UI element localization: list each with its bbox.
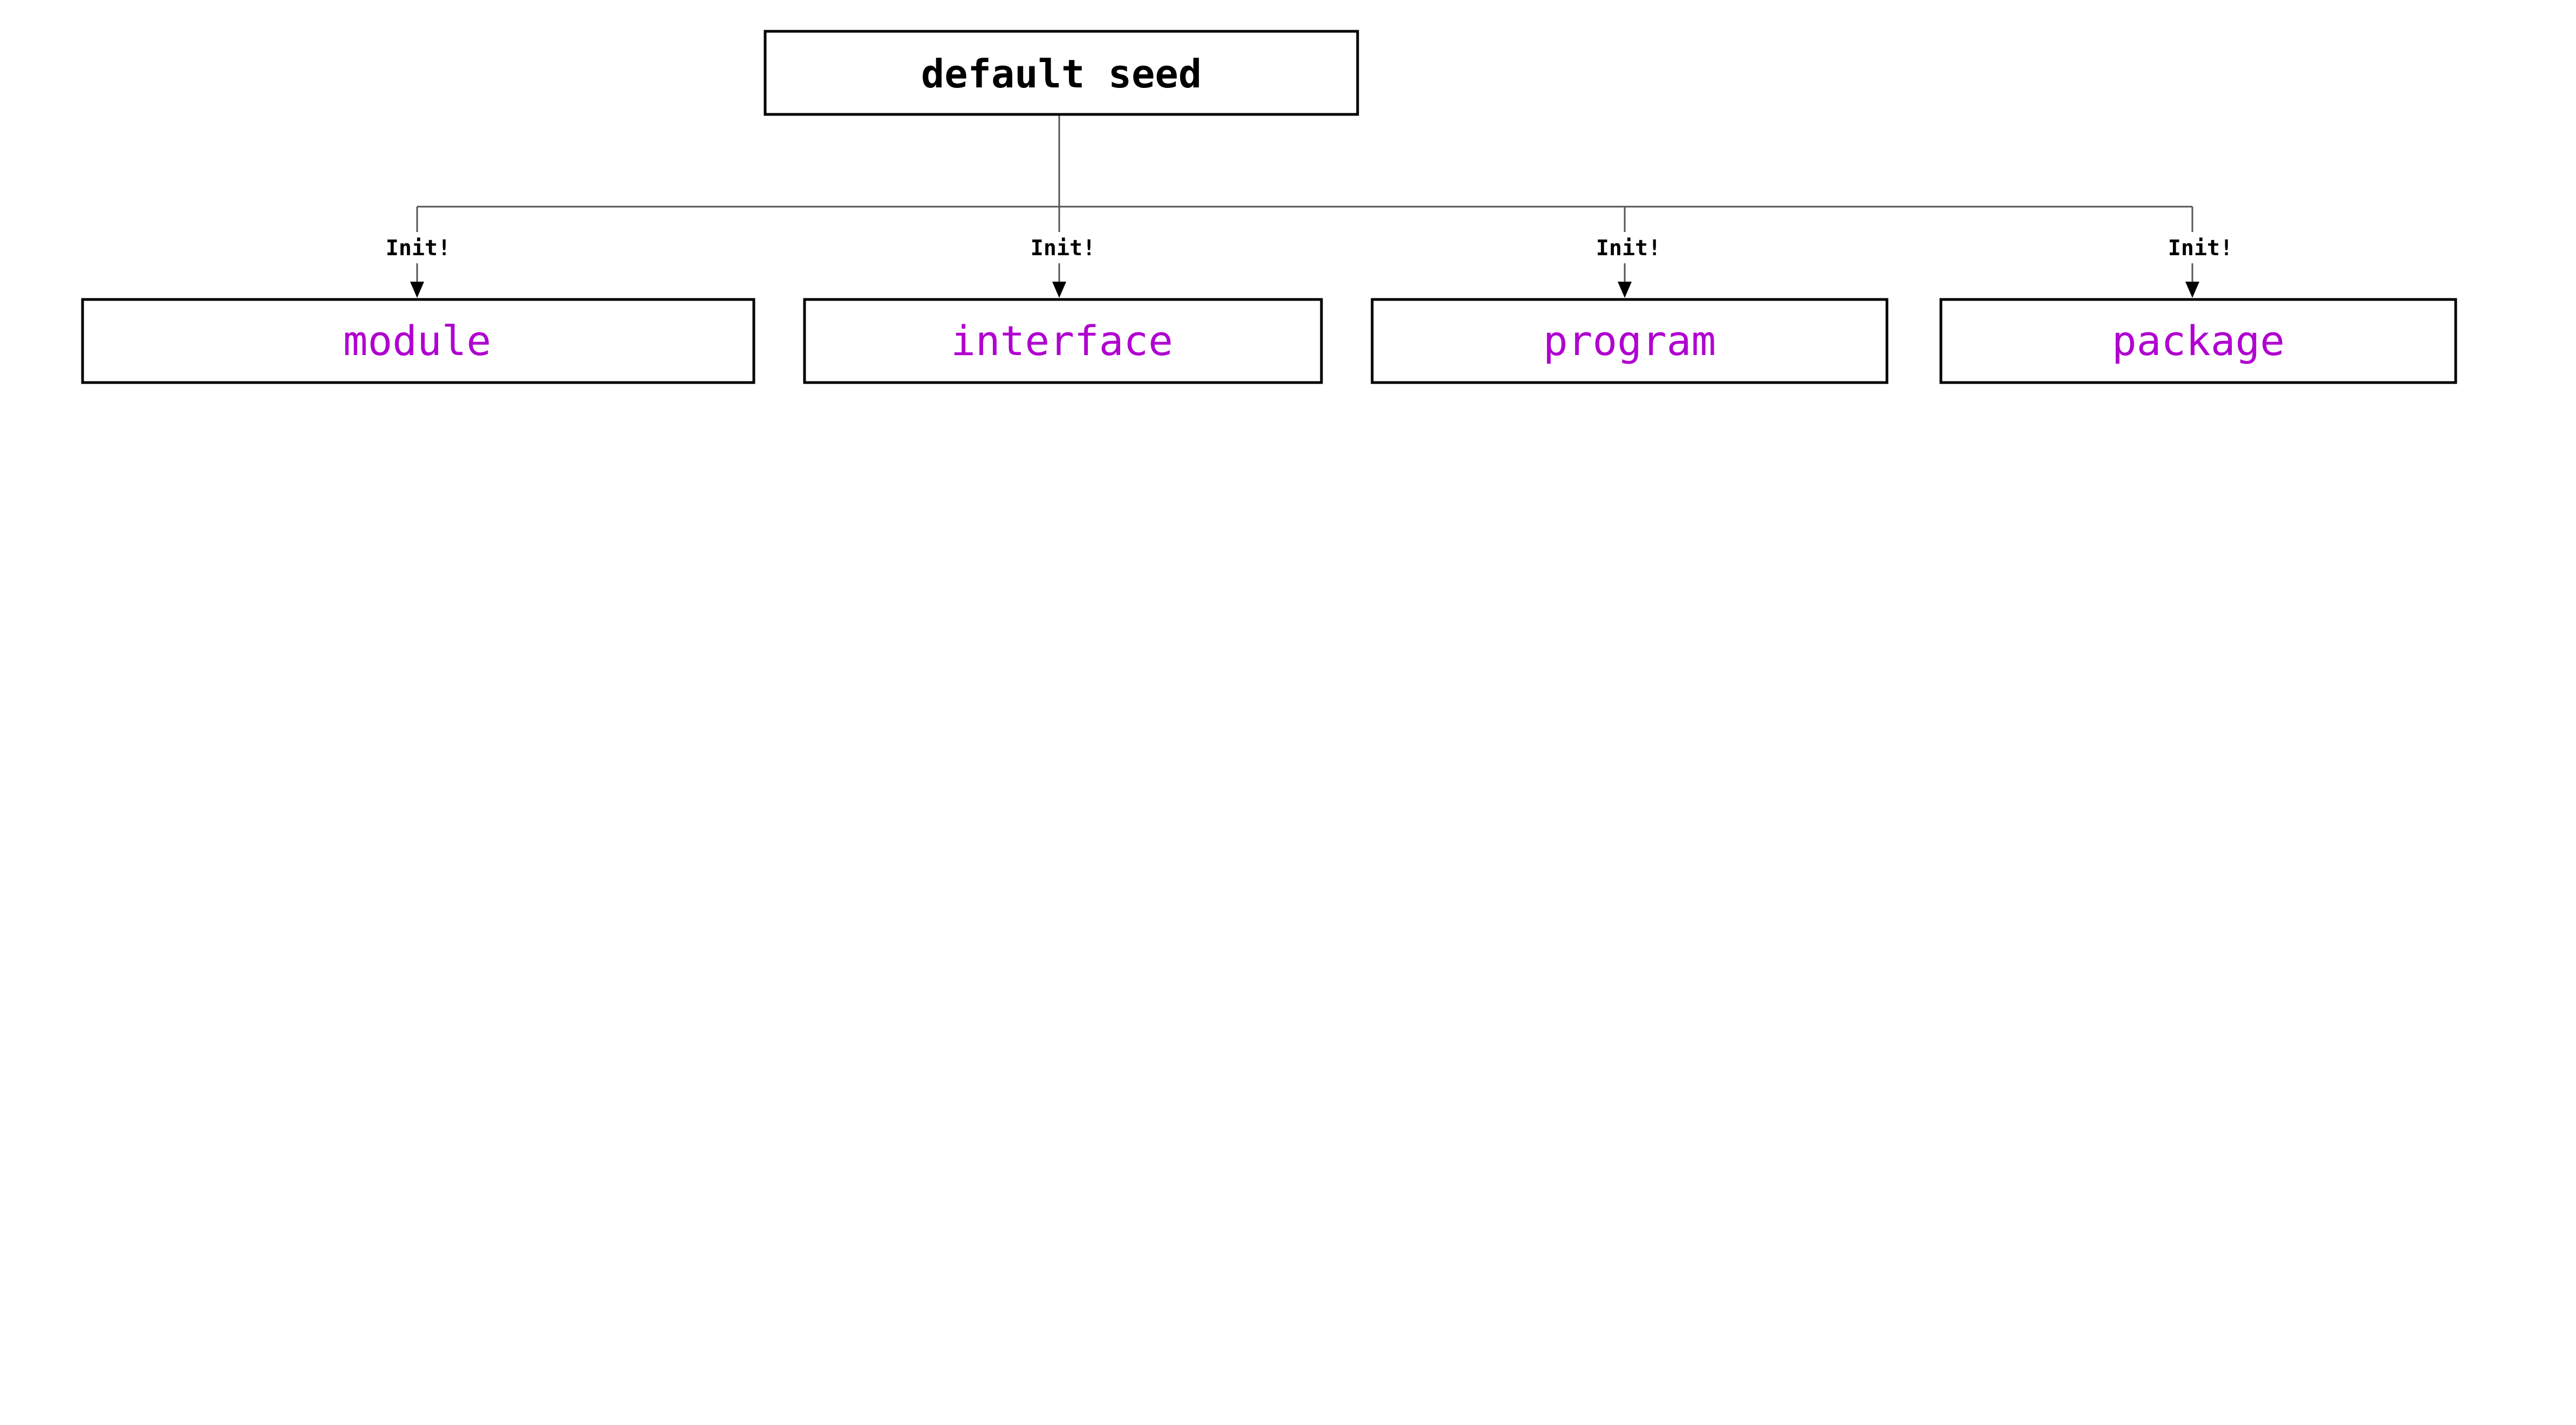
child-node-module[interactable]: module bbox=[81, 298, 755, 384]
root-node-label: default seed bbox=[921, 51, 1202, 97]
child-node-box bbox=[81, 298, 755, 384]
child-node-box bbox=[803, 298, 1323, 384]
child-node-label: package bbox=[2112, 317, 2285, 365]
edge-label-package: Init! bbox=[2168, 236, 2233, 261]
child-node-label: interface bbox=[951, 317, 1173, 365]
child-node-program[interactable]: program bbox=[1371, 298, 1889, 384]
child-node-package[interactable]: package bbox=[1939, 298, 2457, 384]
child-node-label: module bbox=[343, 317, 492, 365]
arrowhead-program bbox=[1618, 282, 1632, 298]
root-node[interactable]: default seed bbox=[764, 30, 1359, 116]
connectors bbox=[416, 114, 2193, 282]
edge-label-interface: Init! bbox=[1031, 236, 1095, 261]
child-node-box bbox=[1939, 298, 2457, 384]
child-node-box bbox=[1371, 298, 1889, 384]
root-node-box bbox=[764, 30, 1359, 116]
arrowheads bbox=[410, 282, 2199, 298]
arrowhead-module bbox=[410, 282, 424, 298]
edge-label-program: Init! bbox=[1596, 236, 1661, 261]
child-node-label: program bbox=[1543, 317, 1716, 365]
edge-label-module: Init! bbox=[386, 236, 451, 261]
edge-labels: Init! Init! Init! Init! bbox=[386, 236, 2233, 261]
child-node-interface[interactable]: interface bbox=[803, 298, 1323, 384]
arrowhead-package bbox=[2185, 282, 2199, 298]
arrowhead-interface bbox=[1052, 282, 1066, 298]
